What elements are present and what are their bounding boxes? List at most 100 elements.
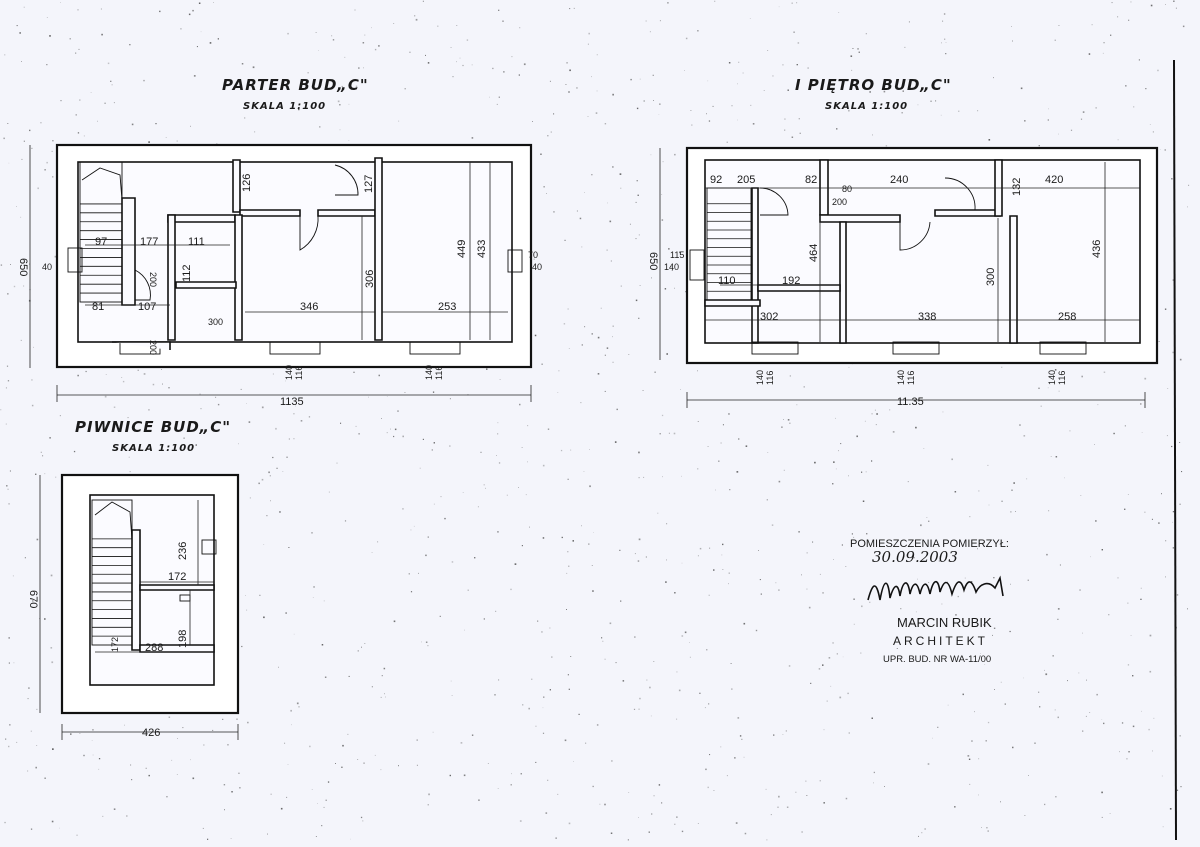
scan-speck: [659, 103, 661, 105]
scan-speck: [667, 2, 669, 4]
ground-floor-dim-112: 112: [181, 264, 193, 282]
scan-speck: [602, 640, 604, 642]
ground-floor-dim-81: 81: [92, 301, 104, 313]
scan-speck: [231, 791, 233, 793]
scan-speck: [543, 696, 545, 698]
scan-speck: [239, 787, 241, 789]
scan-speck: [872, 134, 873, 136]
scan-speck: [902, 90, 904, 92]
scan-speck: [928, 582, 930, 583]
scan-speck: [838, 12, 840, 13]
scan-speck: [104, 102, 106, 104]
scan-speck: [907, 79, 909, 81]
scan-speck: [547, 779, 549, 781]
scan-speck: [363, 762, 365, 764]
scan-speck: [587, 43, 589, 45]
scan-speck: [247, 721, 249, 724]
scan-speck: [918, 835, 919, 837]
scan-speck: [75, 52, 77, 54]
scan-speck: [309, 745, 311, 748]
scan-speck: [649, 31, 651, 33]
scan-speck: [348, 140, 350, 141]
scan-speck: [20, 339, 22, 341]
basement-dim-288: 288: [145, 642, 163, 654]
ground-floor-dim-111: 111: [188, 236, 205, 248]
scan-speck: [236, 718, 238, 720]
scan-speck: [634, 636, 636, 638]
scan-speck: [969, 516, 971, 518]
scan-speck: [1052, 655, 1054, 657]
scan-speck: [633, 708, 636, 710]
scan-speck: [568, 688, 570, 690]
scan-speck: [1140, 403, 1142, 405]
scan-speck: [355, 85, 358, 87]
scan-speck: [1067, 680, 1068, 682]
scan-speck: [642, 390, 644, 391]
first-floor-dim-420: 420: [1045, 174, 1063, 186]
basement-dim-236: 236: [177, 542, 189, 560]
scan-speck: [835, 417, 836, 419]
scan-speck: [344, 56, 346, 58]
scan-speck: [113, 808, 116, 810]
ground-floor-dim-70: 70: [528, 250, 538, 260]
scan-speck: [734, 757, 736, 759]
scan-speck: [697, 468, 699, 470]
scan-speck: [213, 2, 214, 3]
first-floor-interior: [704, 159, 1141, 344]
scan-speck: [165, 137, 167, 138]
scan-speck: [377, 541, 379, 543]
scan-speck: [9, 470, 11, 472]
scan-speck: [1117, 139, 1119, 141]
scan-speck: [126, 815, 128, 817]
scan-speck: [1048, 108, 1049, 110]
scan-speck: [409, 51, 411, 53]
scan-speck: [797, 42, 800, 44]
scan-speck: [796, 404, 798, 406]
scan-speck: [875, 424, 877, 426]
scan-speck: [50, 574, 53, 577]
scan-speck: [681, 830, 684, 833]
scan-speck: [1086, 679, 1087, 681]
scan-speck: [183, 437, 185, 439]
scan-speck: [354, 9, 356, 11]
scan-speck: [5, 738, 7, 740]
scan-speck: [76, 834, 78, 836]
scan-speck: [690, 110, 692, 111]
scan-speck: [826, 700, 828, 702]
basement-scale: SKALA 1:100: [112, 443, 195, 454]
scan-speck: [29, 129, 31, 132]
scan-speck: [363, 67, 364, 69]
scan-speck: [828, 657, 831, 659]
scan-speck: [819, 573, 821, 575]
scan-speck: [749, 18, 751, 19]
scan-speck: [98, 758, 101, 760]
scan-speck: [814, 461, 816, 464]
scan-speck: [415, 18, 418, 21]
scan-speck: [348, 103, 350, 105]
scan-speck: [860, 652, 862, 654]
scan-speck: [293, 438, 295, 440]
first-floor-dim-650: 650: [647, 252, 659, 270]
scan-speck: [1089, 712, 1091, 713]
scan-speck: [986, 827, 988, 829]
scan-speck: [8, 745, 10, 748]
scan-speck: [1080, 118, 1083, 120]
scan-speck: [418, 572, 419, 574]
scan-speck: [44, 618, 46, 620]
scan-speck: [483, 484, 485, 486]
first-floor-dim-464: 464: [808, 244, 820, 262]
scan-speck: [568, 822, 571, 825]
scan-speck: [1172, 351, 1174, 354]
scan-speck: [312, 597, 314, 598]
scan-speck: [793, 31, 795, 33]
scan-speck: [1127, 602, 1129, 604]
first-floor-dim-132: 132: [1011, 178, 1023, 196]
ground-floor-partition-wall: [374, 157, 383, 341]
first-floor-windows: [751, 341, 1087, 355]
scan-speck: [258, 482, 260, 485]
scan-speck: [288, 547, 290, 548]
scan-speck: [1171, 178, 1173, 180]
scan-speck: [317, 803, 318, 804]
scan-speck: [203, 744, 205, 746]
scan-speck: [1038, 691, 1040, 693]
